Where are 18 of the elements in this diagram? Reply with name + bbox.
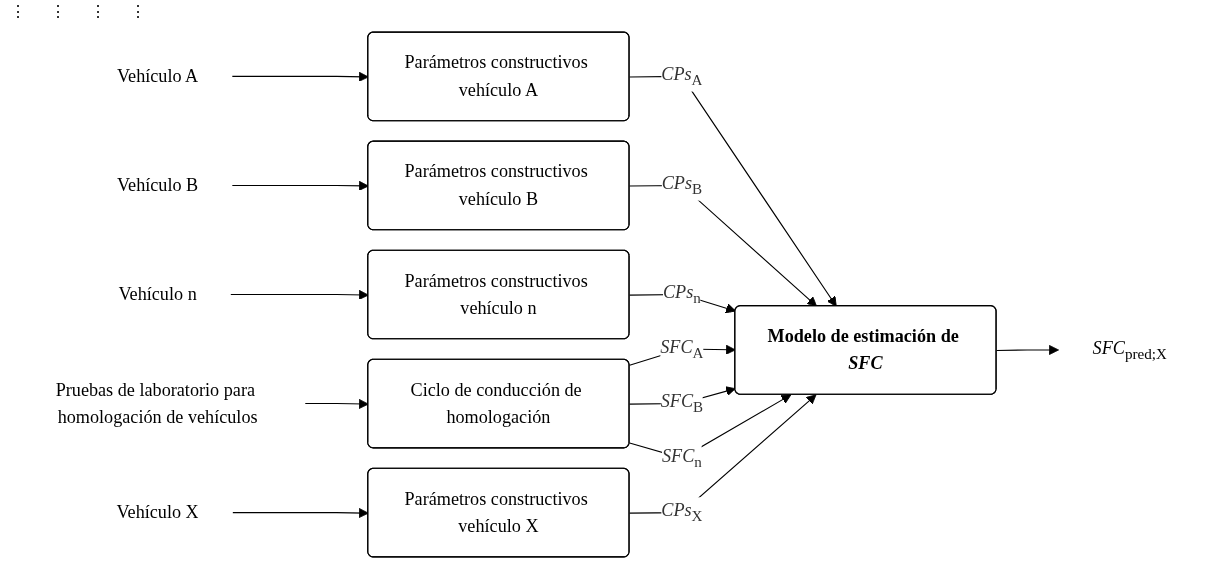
arrow [996, 344, 1059, 355]
edge-label: CPs$_{A}$ [661, 64, 703, 89]
node-text: Vehículo B [116, 175, 199, 195]
node-text: Vehículo A [116, 66, 199, 86]
ellipsis-dots: ⋮ [130, 2, 146, 21]
edge-label: CPs$_{B}$ [661, 173, 703, 198]
edge-label: SFC$_{n}$ [661, 446, 702, 471]
edge-label: SFC$_{B}$ [660, 391, 704, 416]
ellipsis-dots: ⋮ [10, 2, 26, 21]
ellipsis-dots: ⋮ [50, 2, 66, 21]
node-text: Vehículo n [118, 284, 197, 304]
ellipsis-dots: ⋮ [90, 2, 106, 21]
edge-label: CPs$_{X}$ [661, 500, 703, 525]
edge-label: SFC$_{A}$ [660, 337, 704, 362]
node-text: SFC$_{pred;X}$ [1092, 337, 1167, 363]
node-text: Vehículo X [116, 502, 199, 522]
node-text: Pruebas de laboratorio para homologación de vehículos [55, 379, 258, 427]
edge-label: CPs$_{n}$ [662, 282, 701, 307]
